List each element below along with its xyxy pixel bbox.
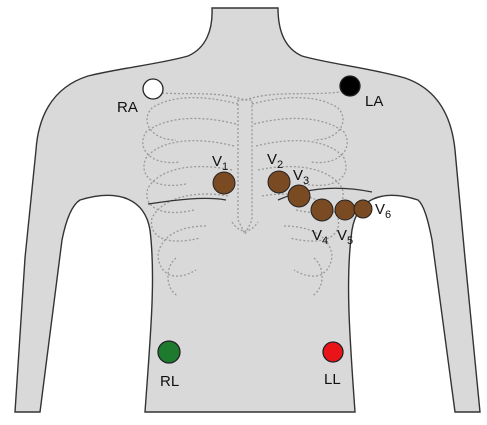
electrode-ll: [323, 342, 343, 362]
label-la: LA: [365, 93, 383, 110]
label-rl: RL: [160, 373, 179, 390]
label-ra: RA: [117, 99, 138, 116]
electrode-v3: [288, 185, 310, 207]
electrode-rl: [158, 341, 180, 363]
torso-outline: [15, 8, 480, 412]
electrode-la: [340, 76, 360, 96]
electrode-v6: [354, 200, 372, 218]
electrode-v1: [213, 172, 235, 194]
electrode-ra: [143, 79, 163, 99]
electrode-v2: [268, 171, 290, 193]
label-v6: V6: [375, 201, 391, 221]
electrode-v5: [335, 200, 355, 220]
electrode-v4: [311, 199, 333, 221]
label-ll: LL: [324, 371, 341, 388]
